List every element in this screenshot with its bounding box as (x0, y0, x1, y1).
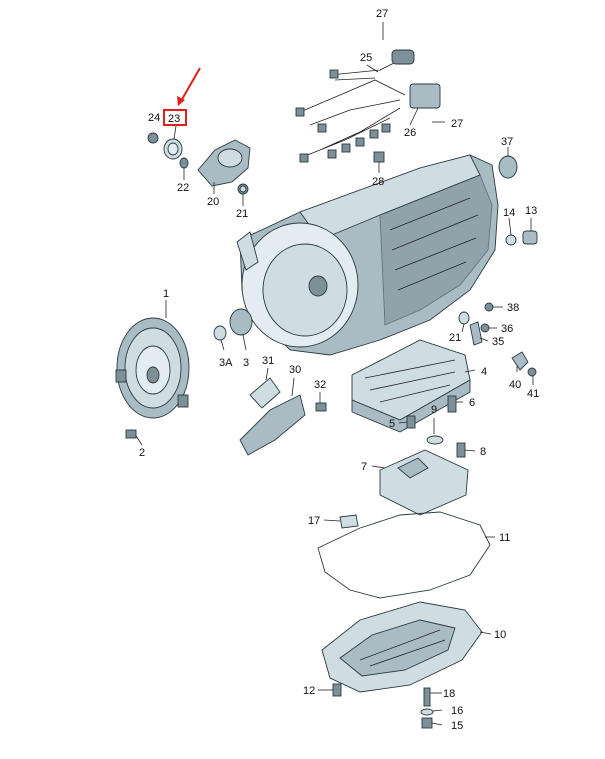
seal-3a (213, 325, 227, 341)
seal-21a (239, 185, 247, 193)
highlight-arrow (177, 67, 201, 106)
label-26: 26 (404, 127, 416, 139)
bolt-22 (179, 157, 189, 169)
label-40: 40 (509, 379, 521, 391)
bolt-38 (484, 302, 494, 312)
nut-24 (147, 132, 159, 144)
label-11: 11 (499, 532, 510, 544)
bracket-35 (469, 321, 483, 346)
seal-3 (229, 308, 253, 336)
label-21a: 21 (236, 208, 248, 220)
bolt-18 (423, 687, 431, 707)
label-13: 13 (525, 205, 537, 217)
label-25: 25 (360, 52, 372, 64)
sensor-40 (511, 351, 529, 371)
washer-16 (420, 708, 434, 716)
label-5: 5 (389, 418, 395, 430)
label-27b: 27 (451, 118, 463, 130)
label-6: 6 (469, 397, 475, 409)
drain-plug-12 (332, 683, 342, 697)
label-4: 4 (481, 366, 487, 378)
label-2: 2 (139, 447, 145, 459)
bolt-2 (125, 429, 137, 439)
transmission-housing (236, 154, 499, 356)
label-7: 7 (361, 461, 367, 473)
label-20: 20 (207, 196, 219, 208)
actuator-assembly (239, 377, 327, 456)
label-10: 10 (494, 629, 506, 641)
wiring-harness (295, 49, 441, 163)
label-1: 1 (163, 288, 169, 300)
label-18: 18 (443, 688, 455, 700)
label-41: 41 (527, 388, 539, 400)
label-22: 22 (177, 182, 189, 194)
label-3a: 3A (219, 357, 233, 369)
oring-9 (426, 435, 444, 445)
leader-lines (135, 22, 534, 726)
label-31: 31 (262, 355, 274, 367)
label-14: 14 (503, 207, 515, 219)
label-32: 32 (314, 379, 326, 391)
label-36: 36 (501, 323, 513, 335)
label-12: 12 (303, 685, 315, 697)
bolt-41 (527, 367, 537, 377)
label-38: 38 (507, 302, 519, 314)
bolt-6 (447, 395, 457, 413)
part-labels: 27 25 26 27 28 24 23 22 20 21 37 14 13 3… (139, 8, 539, 732)
label-23: 23 (168, 113, 180, 125)
label-30: 30 (289, 364, 301, 376)
bolt-36 (480, 323, 490, 333)
oil-filter (379, 449, 469, 516)
label-28: 28 (372, 176, 384, 188)
label-24: 24 (148, 112, 160, 124)
label-27a: 27 (376, 8, 388, 20)
seal-14 (505, 234, 517, 246)
oil-pan (321, 601, 483, 693)
seal-21b (458, 311, 470, 325)
plug-15 (421, 717, 433, 729)
label-3: 3 (243, 357, 249, 369)
seal-37 (498, 155, 518, 179)
label-9: 9 (431, 404, 437, 416)
label-37: 37 (501, 136, 513, 148)
seal-ring-23 (163, 138, 183, 160)
label-8: 8 (480, 446, 486, 458)
label-21b: 21 (449, 332, 461, 344)
label-35: 35 (492, 336, 504, 348)
valve-body (351, 339, 471, 433)
label-15: 15 (451, 720, 463, 732)
pan-gasket (317, 511, 491, 599)
pad-17 (339, 514, 359, 529)
label-17: 17 (308, 515, 320, 527)
highlight-box (163, 109, 187, 126)
label-16: 16 (451, 705, 463, 717)
plug-13 (522, 230, 538, 245)
torque-converter (115, 317, 190, 419)
bolt-5 (406, 415, 416, 429)
bolt-8 (456, 442, 466, 458)
